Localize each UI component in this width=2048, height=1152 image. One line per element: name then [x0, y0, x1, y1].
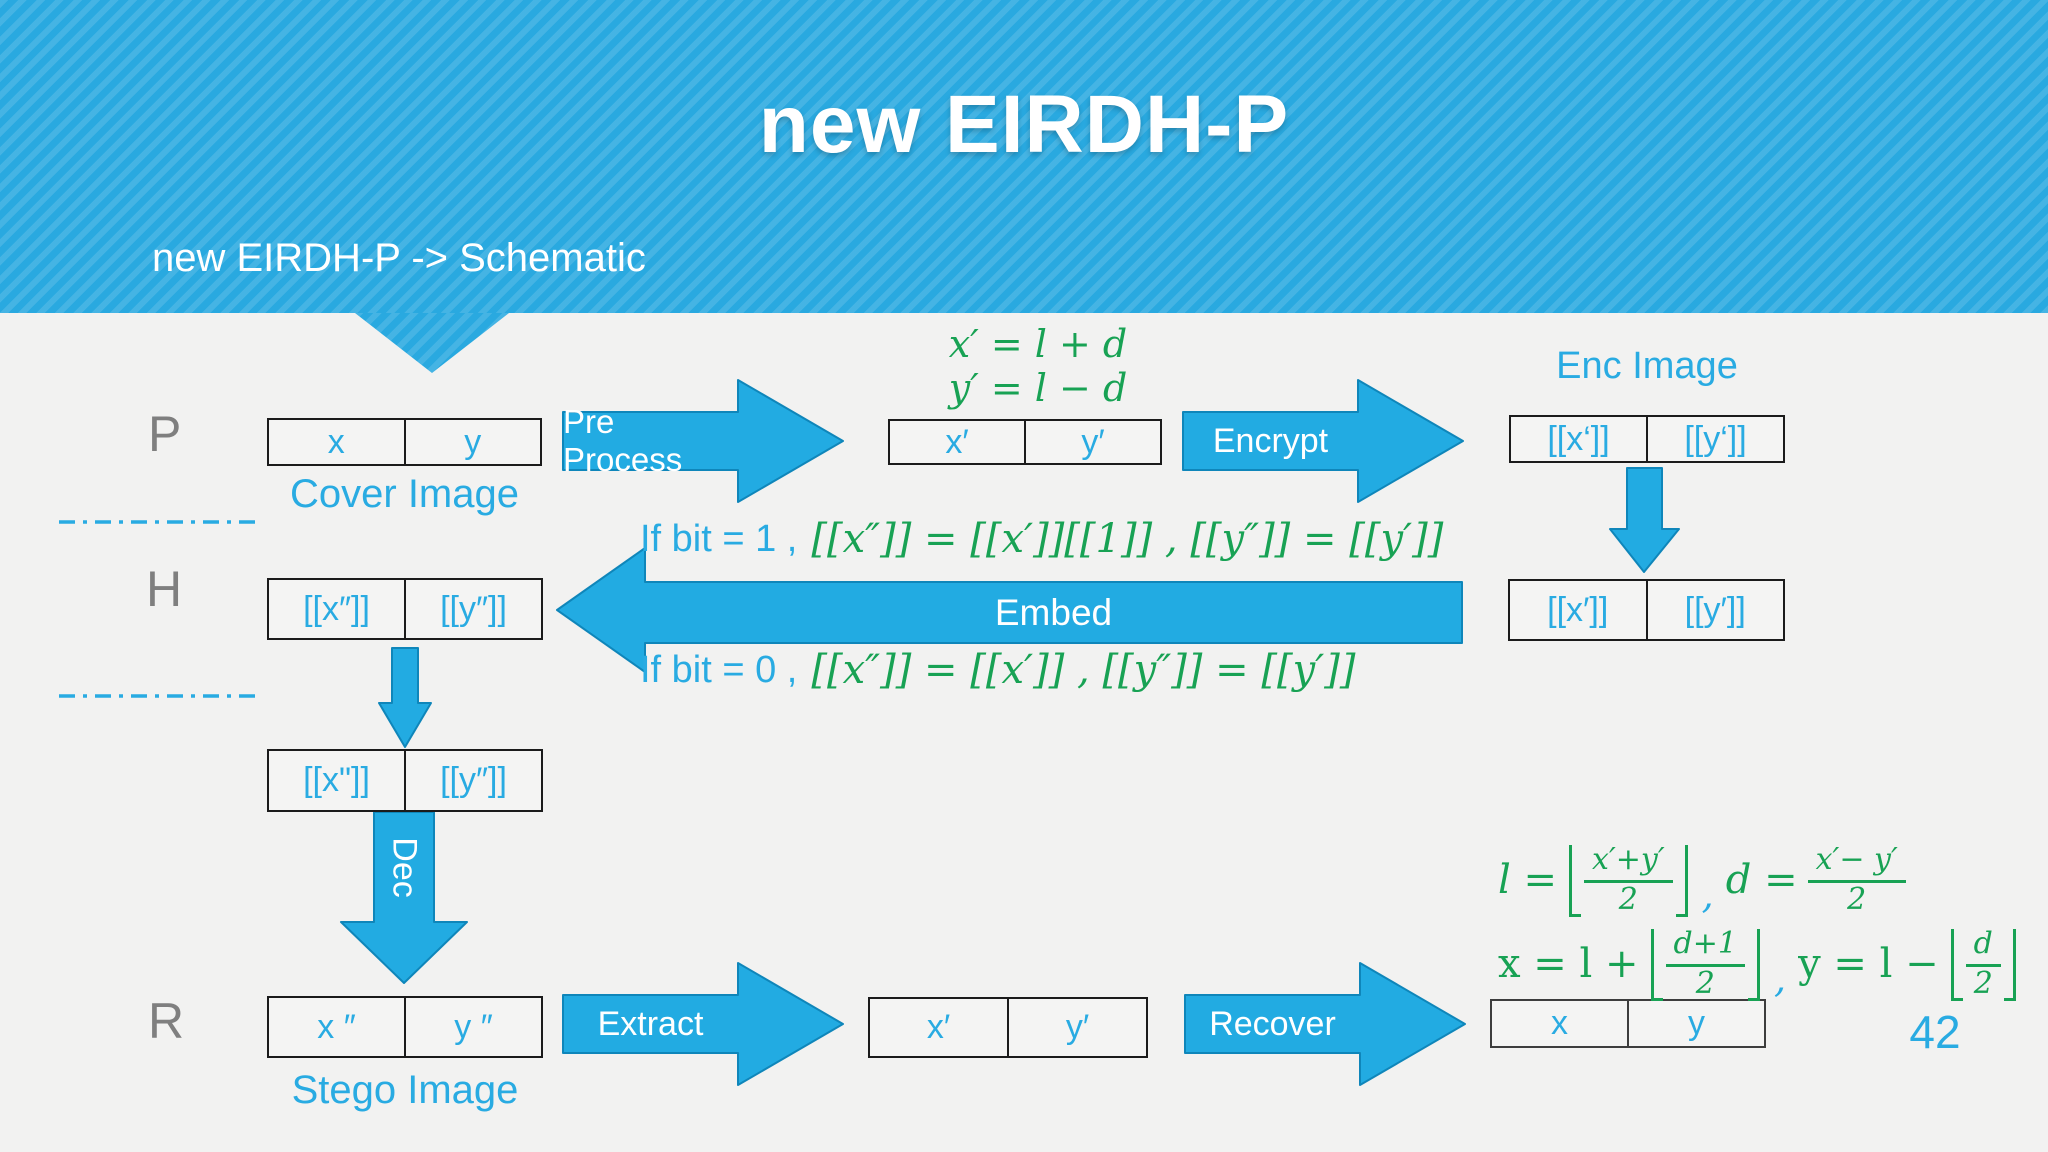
banner: [0, 0, 2048, 313]
row-label-p: P: [148, 406, 182, 462]
slide-subtitle: new EIRDH-P -> Schematic: [152, 236, 646, 280]
table-cell: x ″: [317, 1007, 356, 1046]
enc-image-label: Enc Image: [1556, 345, 1738, 387]
recover-formula-line1: l = x′+y′ 2 , d = x′− y′ 2: [1498, 842, 2018, 917]
table-cell: y: [403, 420, 541, 464]
table-cell: x′: [945, 422, 969, 461]
enc-image-down-arrow: [1609, 467, 1680, 573]
table-cell: [[x"]]: [303, 761, 370, 799]
row-label-h: H: [146, 561, 183, 617]
recover-formula-line2: x = l + d+1 2 , y = l − d 2: [1498, 926, 2018, 1001]
bit1-prefix: If bit = 1 ,: [640, 517, 798, 560]
recover-arrow-label: Recover: [1209, 1004, 1336, 1043]
fraction-numerator: d: [1965, 926, 2001, 967]
fraction-numerator: x′+y′: [1584, 842, 1673, 883]
floor-bracket-right: [1675, 845, 1688, 917]
bit0-prefix: If bit = 0 ,: [640, 648, 798, 691]
embed-condition-bit0: If bit = 0 , [[x″]] = [[x′]] , [[y″]] = …: [640, 647, 1355, 693]
fraction-denominator: 2: [1847, 881, 1867, 917]
fraction-denominator: 2: [1973, 965, 1993, 1001]
formula-comma: ,: [1773, 957, 1787, 1001]
encrypted-table: [[x‘]] [[y‘]]: [1509, 415, 1785, 463]
stego-image-caption: Stego Image: [291, 1068, 519, 1112]
bit1-body: [[x″]] = [[x′]][[1]] , [[y″]] = [[y′]]: [811, 516, 1444, 562]
encrypted-copy-table: [[x′]] [[y′]]: [1508, 579, 1785, 641]
h-table-down-arrow: [378, 647, 432, 748]
table-cell: x: [327, 422, 345, 461]
fraction-numerator: d+1: [1665, 926, 1745, 967]
formula-comma: ,: [1701, 873, 1714, 917]
cover-image-caption: Cover Image: [290, 472, 519, 516]
floor-bracket-right: [1747, 929, 1760, 1001]
table-cell: y′: [1007, 999, 1146, 1056]
dec-arrow: [340, 811, 468, 984]
preprocess-formula-line2: y′ = l − d: [948, 366, 1128, 410]
extract-arrow: [562, 962, 844, 1086]
stego-image-table: x ″ y ″: [267, 996, 543, 1058]
embed-condition-bit1: If bit = 1 , [[x″]] = [[x′]][[1]] , [[y″…: [640, 516, 1443, 562]
fraction: x′− y′ 2: [1807, 842, 1906, 917]
table-cell: x: [1551, 1004, 1568, 1042]
cover-image-table: x y: [267, 418, 542, 466]
table-cell: [[x‘]]: [1547, 419, 1610, 458]
fraction: d 2: [1965, 926, 2001, 1001]
table-cell: [[x″]]: [303, 589, 370, 628]
fraction: x′+y′ 2: [1584, 842, 1673, 917]
floor-bracket-left: [1950, 929, 1963, 1001]
fraction: d+1 2: [1665, 926, 1745, 1001]
formula-lhs: y = l −: [1798, 941, 1939, 987]
dec-arrow-label: Dec: [374, 812, 434, 922]
pre-process-arrow-label: Pre Process: [563, 403, 683, 478]
preprocessed-table: x′ y′: [888, 419, 1162, 465]
preprocess-formula-line1: x′ = l + d: [948, 322, 1128, 366]
pre-process-arrow: [562, 379, 844, 503]
table-cell: y′: [1024, 421, 1160, 463]
page-number: 42: [1909, 1006, 1961, 1058]
table-cell: x′: [926, 1008, 951, 1046]
fraction-denominator: 2: [1618, 881, 1638, 917]
table-cell: [[y‘]]: [1646, 417, 1783, 461]
marked-table: [[x″]] [[y″]]: [267, 578, 543, 640]
formula-lhs: d =: [1725, 857, 1798, 903]
extract-arrow-label: Extract: [597, 1004, 704, 1043]
recovered-table: x y: [1490, 999, 1766, 1048]
floor-bracket-left: [1569, 845, 1582, 917]
extracted-table: x′ y′: [868, 997, 1148, 1058]
row-label-r: R: [148, 993, 185, 1049]
formula-lhs: l =: [1498, 857, 1558, 903]
encrypt-arrow-label: Encrypt: [1212, 421, 1329, 460]
embed-arrow: [556, 547, 1463, 673]
floor-bracket-left: [1650, 929, 1663, 1001]
recover-arrow: [1184, 962, 1466, 1086]
recover-formula-block: l = x′+y′ 2 , d = x′− y′ 2 x = l + d+1 2…: [1498, 842, 2018, 1011]
table-cell: [[x′]]: [1547, 590, 1609, 629]
encrypt-arrow: [1182, 379, 1464, 503]
marked-copy-table: [[x"]] [[y″]]: [267, 749, 543, 812]
slide-title: new EIRDH-P: [758, 79, 1290, 170]
bit0-body: [[x″]] = [[x′]] , [[y″]] = [[y′]]: [811, 647, 1356, 693]
floor-bracket-right: [2003, 929, 2016, 1001]
table-cell: [[y′]]: [1645, 581, 1784, 639]
dec-arrow-label-text: Dec: [385, 836, 424, 898]
embed-arrow-label: Embed: [994, 591, 1113, 633]
table-cell: y ″: [404, 998, 541, 1056]
fraction-numerator: x′− y′: [1807, 842, 1906, 883]
table-cell: [[y″]]: [404, 751, 541, 810]
table-cell: y: [1627, 1001, 1764, 1046]
formula-lhs: x = l +: [1498, 941, 1639, 987]
fraction-denominator: 2: [1695, 965, 1715, 1001]
table-cell: [[y″]]: [404, 580, 541, 638]
